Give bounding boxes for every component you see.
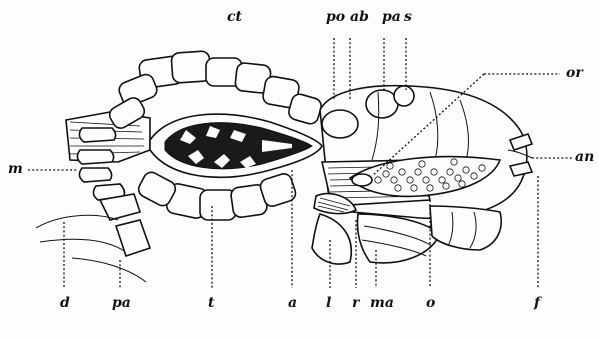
label-t: t <box>208 296 214 310</box>
label-an: an <box>575 150 594 164</box>
label-ct: ct <box>227 10 242 24</box>
label-m: m <box>8 162 23 176</box>
right-shell <box>320 86 532 219</box>
label-o: o <box>426 296 435 310</box>
label-po: po <box>326 10 345 24</box>
lower-left-outline <box>36 215 150 282</box>
label-ab: ab <box>350 10 369 24</box>
label-ma: ma <box>370 296 394 310</box>
left-appendages <box>66 112 150 220</box>
label-pa-top: pa <box>382 10 401 24</box>
label-l: l <box>326 296 331 310</box>
label-s: s <box>404 10 412 24</box>
label-f: f <box>534 296 540 310</box>
label-pa-bottom: pa <box>112 296 131 310</box>
label-or: or <box>566 66 583 80</box>
label-d: d <box>60 296 70 310</box>
central-body <box>150 114 322 177</box>
label-a: a <box>288 296 297 310</box>
label-r: r <box>352 296 359 310</box>
